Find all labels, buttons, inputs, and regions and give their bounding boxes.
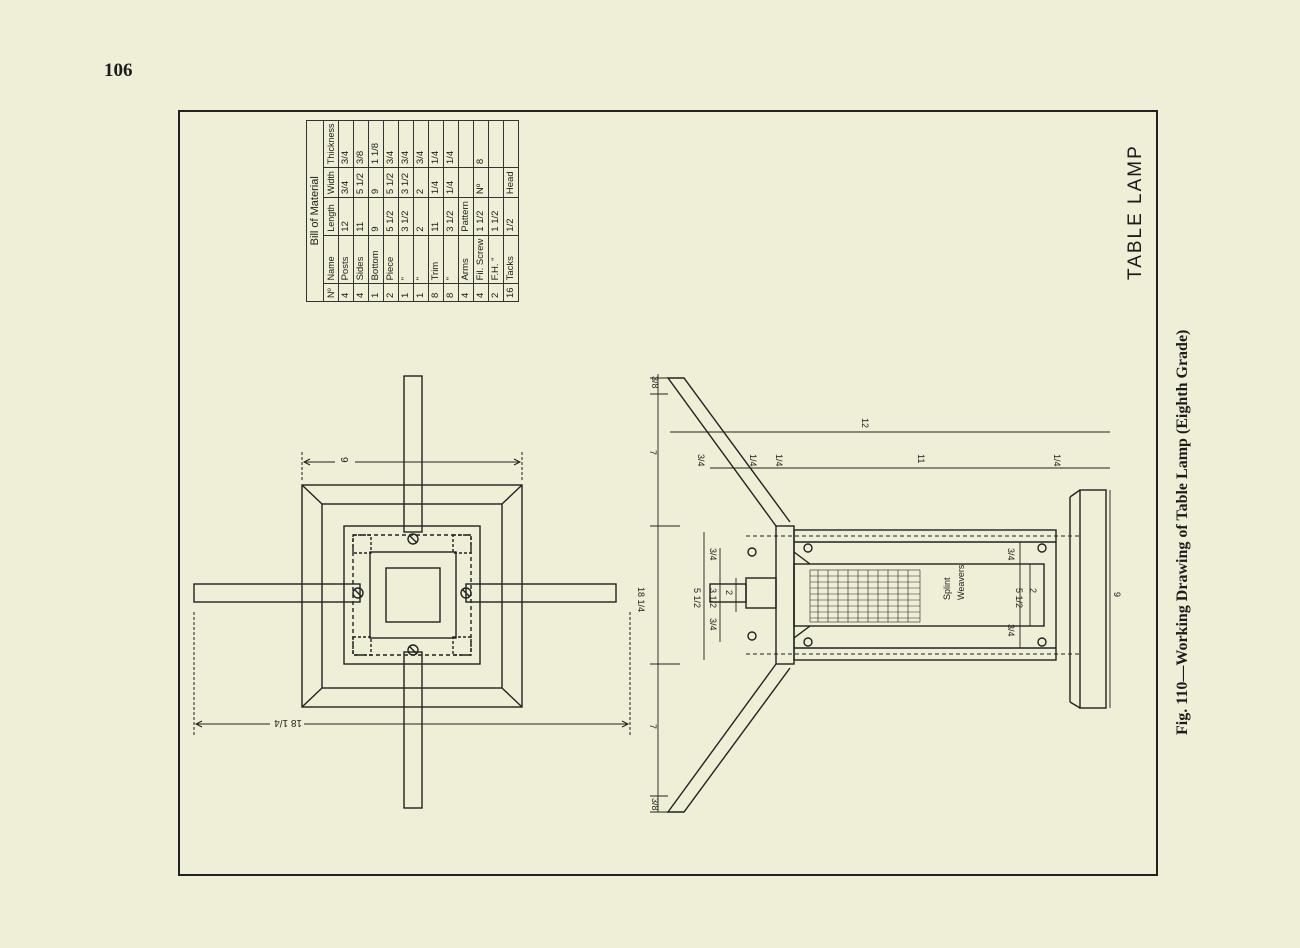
dim-right-center: 2 [1028, 588, 1038, 593]
arm-right [465, 583, 617, 603]
weave-label-2: Weavers [956, 564, 966, 600]
dim-right-b: 3/4 [1006, 624, 1016, 637]
dim-post-spacing: 5 1/2 [692, 588, 702, 608]
dim-side-height: 11 [916, 454, 926, 463]
dim-right-a: 3/4 [1006, 548, 1016, 561]
dim-arm-end-top: 3/8 [650, 376, 660, 389]
top-piece [369, 551, 457, 639]
figure-caption: Fig. 110—Working Drawing of Table Lamp (… [1174, 329, 1191, 735]
dim-base-width: 9 [1112, 592, 1122, 597]
arm-top [403, 375, 423, 533]
base-bevel [321, 503, 503, 689]
plan-span-dim: 18 1/4 [274, 717, 302, 728]
dim-center-block: 2 [724, 590, 734, 595]
page-number: 106 [104, 60, 133, 81]
dim-trim-c: 1/4 [1052, 454, 1062, 467]
top-cap [775, 525, 795, 665]
elevation-view: Splint Weavers [636, 374, 1122, 813]
elevation-arm-top [666, 377, 791, 527]
working-drawing: 9 18 1/4 [193, 374, 1122, 813]
plan-view: 9 18 1/4 [193, 375, 631, 809]
socket-stem [745, 577, 777, 609]
dim-small-b: 3/4 [708, 618, 718, 631]
dim-body-height: 12 [860, 418, 870, 428]
drawing-frame: TABLE LAMP Fig. 110—Working Drawing of T… [178, 110, 1191, 876]
weave-label-1: Splint [942, 577, 952, 600]
dim-arm-bottom: 7 [648, 724, 658, 729]
elevation-arm-bottom [666, 663, 791, 813]
dim-overall-height: 18 1/4 [636, 587, 646, 612]
plan-width-dim: 9 [338, 457, 349, 463]
center-block [385, 567, 441, 623]
sides-outline [343, 525, 481, 665]
inner-panel [793, 563, 1045, 627]
woven-panel [809, 569, 921, 623]
dim-inner-spacing: 3 1/2 [708, 588, 718, 608]
dim-arm-end-bottom: 3/8 [650, 798, 660, 811]
dim-trim-b: 1/4 [774, 454, 784, 467]
dim-arm-top: 7 [648, 450, 658, 455]
arm-bottom [403, 651, 423, 809]
dim-top-offset: 3/4 [696, 454, 706, 467]
dim-small-a: 3/4 [708, 548, 718, 561]
base-outline [301, 484, 523, 708]
dim-trim-a: 1/4 [748, 454, 758, 467]
arm-left [193, 583, 361, 603]
lamp-base [1079, 489, 1107, 709]
dim-right-spacing: 5 1/2 [1014, 588, 1024, 608]
